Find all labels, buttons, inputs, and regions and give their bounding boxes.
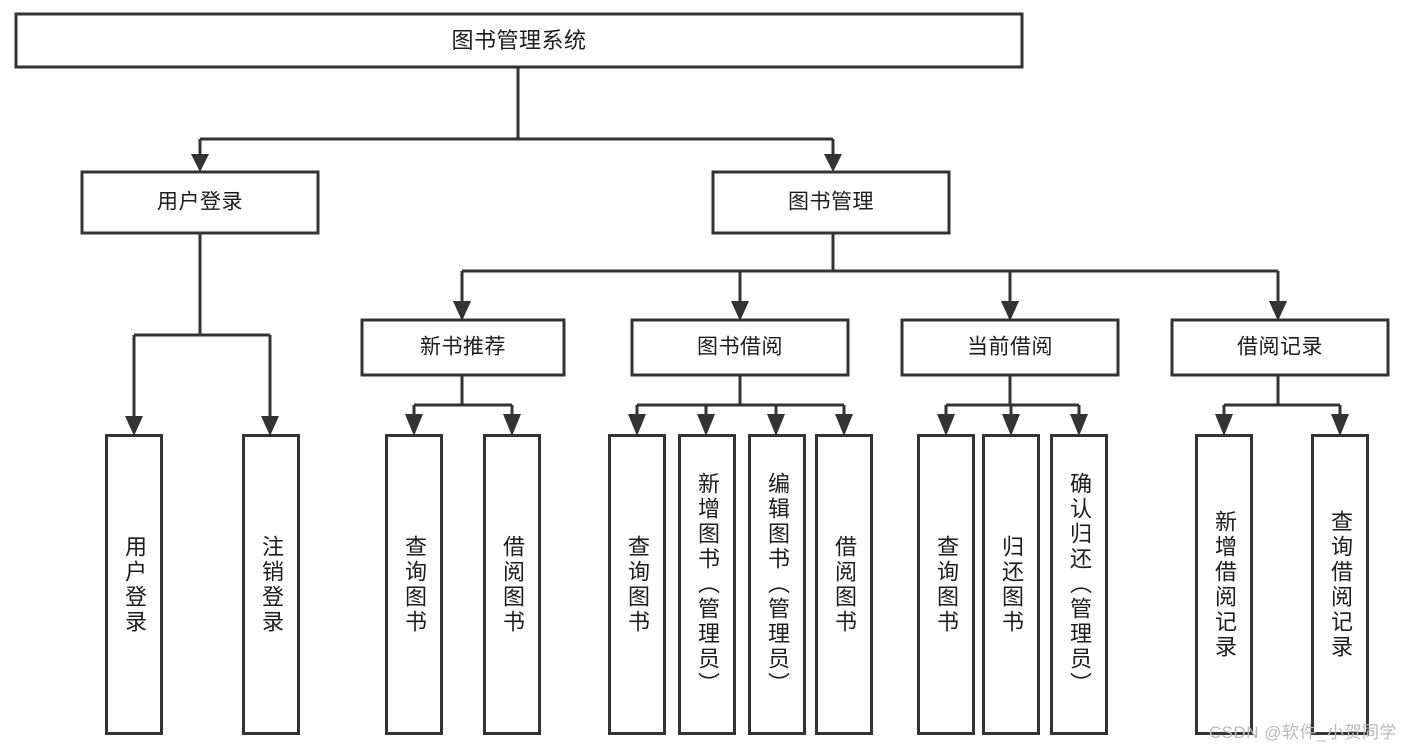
node-leaf-confirm-return-label: 确认归还（管理员） (1067, 472, 1092, 697)
node-borrow[interactable]: 图书借阅 (630, 318, 850, 377)
node-newbook[interactable]: 新书推荐 (360, 318, 566, 377)
node-leaf-edit-book[interactable]: 编辑图书（管理员） (748, 434, 806, 735)
node-leaf-user-logout-label: 注销登录 (259, 534, 284, 635)
node-leaf-query-book-1-label: 查询图书 (402, 534, 427, 635)
node-leaf-borrow-book-2-label: 借阅图书 (832, 534, 857, 635)
arrow-head-query-book-3 (937, 414, 955, 436)
node-root-box[interactable] (14, 12, 1024, 69)
arrow-head-user-logout (261, 416, 279, 436)
node-leaf-edit-book-label: 编辑图书（管理员） (765, 472, 790, 697)
node-records-box[interactable] (1170, 318, 1390, 377)
node-leaf-return-book[interactable]: 归还图书 (982, 434, 1040, 735)
node-leaf-user-logout[interactable]: 注销登录 (242, 434, 300, 735)
arrow-head-add-book (697, 414, 715, 436)
node-leaf-confirm-return[interactable]: 确认归还（管理员） (1050, 434, 1108, 735)
node-leaf-user-login-label: 用户登录 (122, 534, 147, 635)
node-root-label: 图书管理系统 (451, 28, 586, 53)
connector-group-borrow-to-leaves (628, 375, 853, 436)
arrow-head-current (1001, 301, 1019, 321)
arrow-head-edit-book (767, 414, 785, 436)
node-login[interactable]: 用户登录 (80, 170, 320, 235)
node-borrow-box[interactable] (630, 318, 850, 377)
node-current-label: 当前借阅 (967, 336, 1053, 359)
node-bookmgmt-label: 图书管理 (788, 191, 874, 214)
connector-group-newbook-to-leaves (405, 375, 521, 436)
connector-group-root-to-level1 (191, 67, 842, 172)
node-leaf-query-record[interactable]: 查询借阅记录 (1311, 434, 1369, 735)
node-login-box[interactable] (80, 170, 320, 235)
connector-group-records-to-leaves (1215, 375, 1349, 436)
node-borrow-label: 图书借阅 (697, 336, 783, 359)
node-leaf-borrow-book-2[interactable]: 借阅图书 (815, 434, 873, 735)
arrow-head-add-record (1215, 414, 1233, 436)
node-leaf-query-book-1[interactable]: 查询图书 (385, 434, 443, 735)
connector-group-login-to-leaves (125, 233, 279, 436)
node-bookmgmt-box[interactable] (711, 170, 951, 235)
node-leaf-add-record[interactable]: 新增借阅记录 (1195, 434, 1253, 735)
node-leaf-borrow-book-1-label: 借阅图书 (500, 534, 525, 635)
node-leaf-query-book-3-label: 查询图书 (934, 534, 959, 635)
node-current[interactable]: 当前借阅 (900, 318, 1120, 377)
connector-group-bookmgmt-to-level2 (453, 233, 1287, 321)
node-bookmgmt[interactable]: 图书管理 (711, 170, 951, 235)
node-leaf-add-record-label: 新增借阅记录 (1212, 509, 1237, 660)
node-leaf-user-login[interactable]: 用户登录 (105, 434, 163, 735)
node-records[interactable]: 借阅记录 (1170, 318, 1390, 377)
node-leaf-borrow-book-1[interactable]: 借阅图书 (483, 434, 541, 735)
connector-group-current-to-leaves (937, 375, 1088, 436)
arrow-head-user-login (125, 416, 143, 436)
node-root[interactable]: 图书管理系统 (14, 12, 1024, 69)
node-leaf-query-book-3[interactable]: 查询图书 (917, 434, 975, 735)
arrow-head-query-book-2 (628, 414, 646, 436)
node-leaf-query-record-label: 查询借阅记录 (1328, 509, 1353, 660)
node-records-label: 借阅记录 (1237, 336, 1323, 359)
arrow-head-return-book (1002, 414, 1020, 436)
node-leaf-query-book-2-label: 查询图书 (625, 534, 650, 635)
arrow-head-records (1269, 301, 1287, 321)
node-newbook-box[interactable] (360, 318, 566, 377)
arrow-head-borrow-book-1 (503, 414, 521, 436)
arrow-head-newbook (453, 301, 471, 321)
node-current-box[interactable] (900, 318, 1120, 377)
arrow-head-borrow (731, 301, 749, 321)
arrow-head-confirm-return (1070, 414, 1088, 436)
node-newbook-label: 新书推荐 (420, 336, 506, 359)
arrow-head-query-book-1 (405, 414, 423, 436)
node-leaf-add-book-label: 新增图书（管理员） (695, 472, 720, 697)
arrow-head-borrow-book-2 (835, 414, 853, 436)
node-login-label: 用户登录 (157, 191, 243, 214)
arrow-head-login (191, 154, 209, 172)
node-leaf-add-book[interactable]: 新增图书（管理员） (678, 434, 736, 735)
node-leaf-return-book-label: 归还图书 (999, 534, 1024, 635)
arrow-head-bookmgmt (824, 154, 842, 172)
node-leaf-query-book-2[interactable]: 查询图书 (608, 434, 666, 735)
arrow-head-query-record (1331, 414, 1349, 436)
